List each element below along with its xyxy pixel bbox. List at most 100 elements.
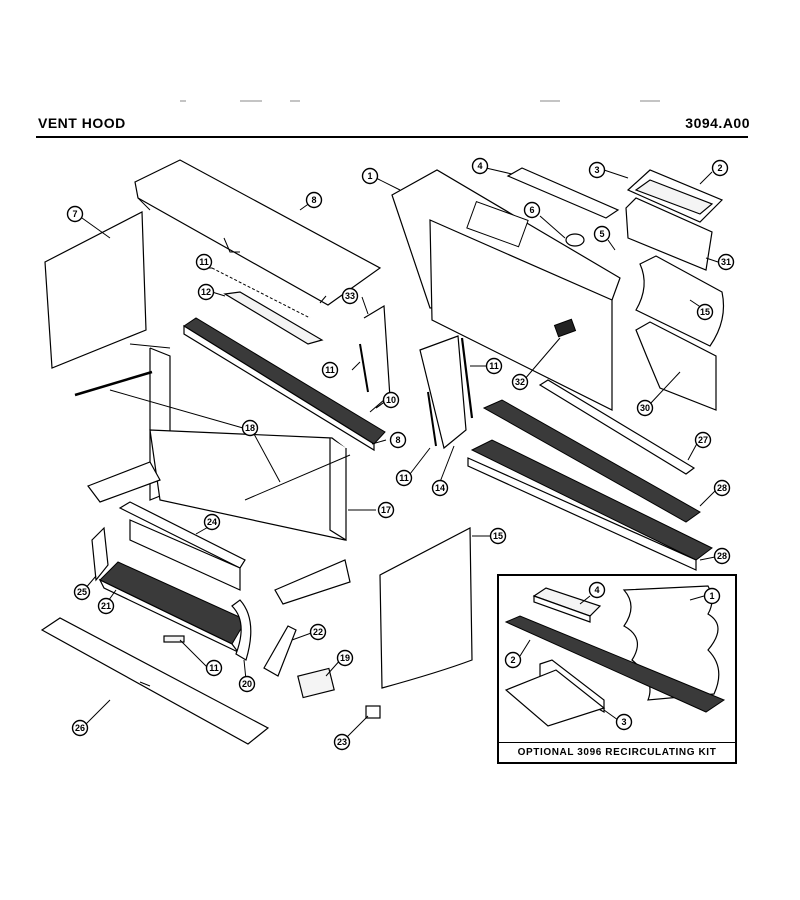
part-bottom-panel (40, 617, 270, 745)
kit-callout-3: 3 (615, 713, 633, 731)
svg-text:12: 12 (201, 287, 211, 297)
svg-text:11: 11 (209, 663, 219, 673)
callout-15-a: 15 (696, 303, 714, 321)
part-switch (553, 318, 577, 338)
svg-text:3: 3 (621, 717, 626, 727)
callout-21: 21 (97, 597, 115, 615)
callout-8-top: 8 (305, 191, 323, 209)
svg-text:11: 11 (199, 257, 209, 267)
callout-5: 5 (593, 225, 611, 243)
svg-text:31: 31 (721, 257, 731, 267)
callout-11-c: 11 (321, 361, 339, 379)
callout-28-b: 28 (713, 547, 731, 565)
page-title: VENT HOOD (38, 115, 126, 131)
svg-text:11: 11 (489, 361, 499, 371)
callout-25-a: 25 (73, 583, 91, 601)
svg-text:23: 23 (337, 737, 347, 747)
part-30 (635, 321, 717, 411)
svg-text:27: 27 (698, 435, 708, 445)
part-main-back-panel (391, 169, 621, 411)
callout-18: 18 (241, 419, 259, 437)
callout-33: 33 (341, 287, 359, 305)
callouts: 7 8 1 4 3 2 6 5 31 15 30 27 28 28 32 11 … (66, 157, 735, 751)
kit-divider (499, 742, 735, 743)
svg-text:33: 33 (345, 291, 355, 301)
svg-text:21: 21 (101, 601, 111, 611)
part-filter-channel (183, 317, 386, 452)
svg-text:8: 8 (395, 435, 400, 445)
callout-11-d: 11 (195, 253, 213, 271)
callout-20: 20 (238, 675, 256, 693)
kit-parts (504, 585, 726, 727)
callout-19: 19 (336, 649, 354, 667)
svg-text:10: 10 (386, 395, 396, 405)
callout-31: 31 (717, 253, 735, 271)
callout-8-side: 8 (389, 431, 407, 449)
callout-6: 6 (523, 201, 541, 219)
callout-32: 32 (511, 373, 529, 391)
svg-text:32: 32 (515, 377, 525, 387)
svg-text:11: 11 (325, 365, 335, 375)
svg-text:24: 24 (207, 517, 217, 527)
svg-text:20: 20 (242, 679, 252, 689)
callout-27: 27 (694, 431, 712, 449)
part-damper (626, 169, 724, 223)
svg-text:17: 17 (381, 505, 391, 515)
part-left-side-panel (44, 211, 147, 369)
svg-text:25: 25 (77, 587, 87, 597)
part-lower-side-panel (379, 527, 473, 689)
part-rods (74, 370, 281, 483)
part-housing-frame (87, 343, 351, 605)
svg-text:28: 28 (717, 551, 727, 561)
part-small-components (163, 599, 381, 719)
callout-2-top: 2 (711, 159, 729, 177)
svg-text:11: 11 (399, 473, 409, 483)
kit-callout-1: 1 (703, 587, 721, 605)
callout-4-top: 4 (471, 157, 489, 175)
part-top-panel (134, 159, 382, 306)
svg-text:8: 8 (311, 195, 316, 205)
svg-text:4: 4 (594, 585, 599, 595)
svg-text:18: 18 (245, 423, 255, 433)
callout-11-b: 11 (395, 469, 413, 487)
callout-10: 10 (382, 391, 400, 409)
callout-15-b: 15 (489, 527, 507, 545)
callout-1-main: 1 (361, 167, 379, 185)
svg-text:1: 1 (709, 591, 714, 601)
callout-14: 14 (431, 479, 449, 497)
svg-text:2: 2 (717, 163, 722, 173)
callout-22: 22 (309, 623, 327, 641)
svg-text:30: 30 (640, 403, 650, 413)
part-side-rails (359, 304, 474, 450)
callout-7: 7 (66, 205, 84, 223)
kit-label: OPTIONAL 3096 RECIRCULATING KIT (517, 747, 717, 758)
kit-callout-2: 2 (504, 651, 522, 669)
callout-12: 12 (197, 283, 215, 301)
part-upper-curved (635, 255, 725, 347)
svg-text:28: 28 (717, 483, 727, 493)
callout-23: 23 (333, 733, 351, 751)
kit-callouts: 4 1 2 3 (504, 581, 721, 731)
part-bracket-25 (91, 526, 109, 582)
svg-text:3: 3 (594, 165, 599, 175)
svg-text:26: 26 (75, 723, 85, 733)
recirculating-kit-box: OPTIONAL 3096 RECIRCULATING KIT (497, 574, 737, 764)
header-rule (36, 136, 748, 138)
part-31 (625, 197, 713, 271)
part-filters (467, 379, 713, 571)
callout-11-e: 11 (205, 659, 223, 677)
part-bracket-24 (118, 501, 246, 591)
svg-text:19: 19 (340, 653, 350, 663)
svg-text:14: 14 (435, 483, 445, 493)
model-code: 3094.A00 (685, 115, 750, 131)
svg-text:6: 6 (529, 205, 534, 215)
svg-text:5: 5 (599, 229, 604, 239)
callout-11-a: 11 (485, 357, 503, 375)
callout-17: 17 (377, 501, 395, 519)
kit-callout-4: 4 (588, 581, 606, 599)
svg-text:22: 22 (313, 627, 323, 637)
callout-3-top: 3 (588, 161, 606, 179)
callout-24: 24 (203, 513, 221, 531)
svg-text:4: 4 (477, 161, 482, 171)
